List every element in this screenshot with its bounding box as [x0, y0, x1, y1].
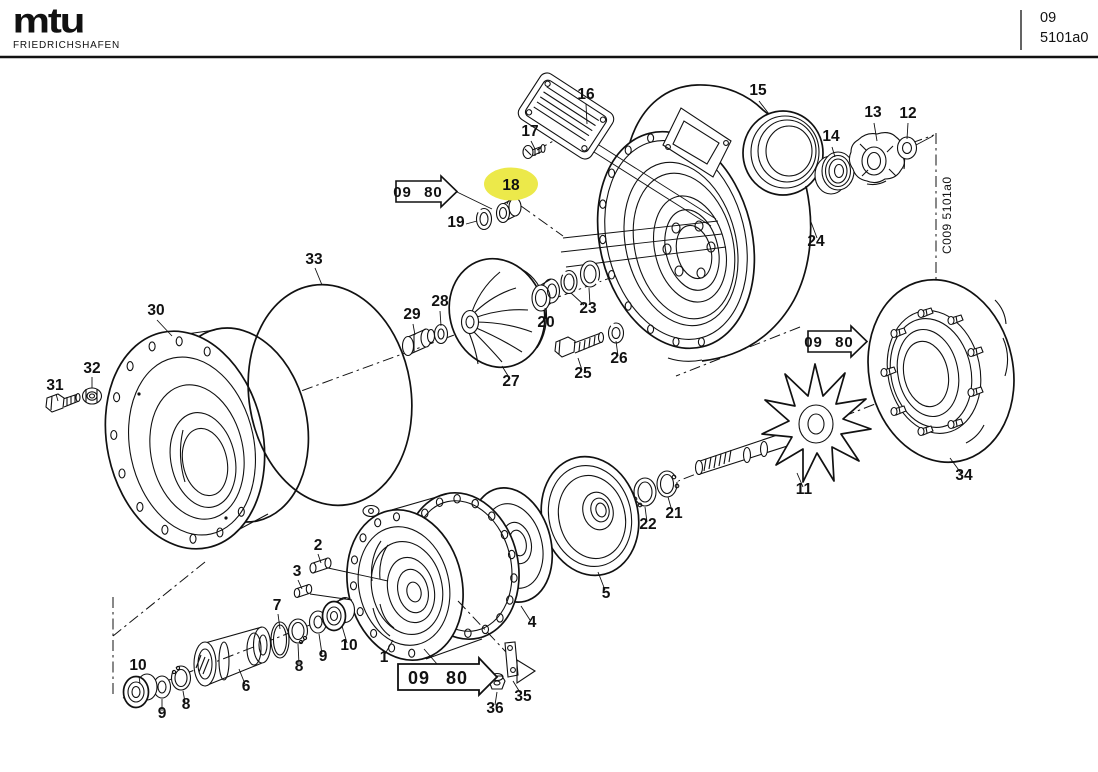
part-32-nut — [81, 387, 103, 405]
part-27-compressor-wheel — [448, 257, 548, 369]
part-label-29: 29 — [403, 306, 421, 323]
part-label-9: 9 — [158, 705, 167, 722]
part-label-32: 32 — [83, 360, 100, 377]
part-21-ring — [656, 470, 680, 498]
part-label-30: 30 — [147, 302, 164, 319]
part-label-26: 26 — [610, 350, 628, 367]
part-label-14: 14 — [822, 128, 840, 145]
part-label-31: 31 — [46, 377, 64, 394]
part-label-10: 10 — [340, 637, 357, 654]
part-7-o-ring — [270, 621, 290, 659]
part-label-25: 25 — [574, 365, 592, 382]
part-23-retaining-rings — [560, 260, 601, 295]
part-label-22: 22 — [639, 516, 656, 533]
ref-box-09-80-right[interactable]: 09 80 — [804, 324, 869, 359]
brand-logo: mtu — [13, 2, 84, 41]
part-label-8: 8 — [182, 696, 191, 713]
ref-boxes: 09 80 09 80 09 80 — [393, 174, 869, 698]
part-label-36: 36 — [486, 700, 504, 717]
header: mtu FRIEDRICHSHAFEN 09 5101a0 — [0, 2, 1098, 59]
part-label-34: 34 — [955, 467, 973, 484]
part-label-12: 12 — [899, 105, 916, 122]
part-label-21: 21 — [665, 505, 683, 522]
part-label-16: 16 — [577, 86, 595, 103]
part-label-33: 33 — [305, 251, 323, 268]
part-35-lock-plate — [504, 641, 537, 685]
part-label-1: 1 — [380, 649, 389, 666]
part-33-o-ring — [247, 283, 413, 507]
part-1-bearing-housing — [346, 491, 520, 662]
part-8-snap-ring-right — [287, 618, 312, 645]
part-12-washer — [896, 136, 918, 160]
part-label-9: 9 — [319, 648, 328, 665]
hub-to-lockplate-axis — [457, 600, 507, 653]
part-10-bushing-left — [122, 673, 158, 709]
ref-box-09-80-top[interactable]: 09 80 — [393, 174, 459, 209]
part-30-flange-housing — [104, 327, 310, 550]
part-3-pin — [293, 583, 313, 599]
part-label-6: 6 — [242, 678, 251, 695]
svg-text:09 80: 09 80 — [804, 334, 854, 351]
part-label-4: 4 — [528, 614, 537, 631]
part-label-3: 3 — [293, 563, 302, 580]
part-10-bushing-right — [321, 596, 356, 632]
part-28-washer — [433, 323, 449, 345]
part-8-snap-ring-left — [170, 665, 192, 691]
part-label-18[interactable]: 18 — [502, 177, 520, 194]
part-label-35: 35 — [514, 688, 532, 705]
part-13-locknut — [848, 131, 906, 186]
part-label-8: 8 — [295, 658, 304, 675]
part-34-back-plate — [867, 278, 1015, 464]
part-label-7: 7 — [273, 597, 282, 614]
part-6-bearing-sleeve — [193, 626, 272, 687]
part-label-19: 19 — [447, 214, 465, 231]
svg-text:09 80: 09 80 — [408, 668, 468, 688]
part-17-screw — [522, 143, 546, 160]
part-label-20: 20 — [537, 314, 554, 331]
part-26-washer — [607, 322, 625, 344]
part-label-23: 23 — [579, 300, 597, 317]
part-20-bushing — [531, 278, 561, 312]
part-label-2: 2 — [314, 537, 323, 554]
part-label-13: 13 — [864, 104, 882, 121]
part-16-name-plate — [517, 72, 615, 160]
ref-box-09-80-bottom[interactable]: 09 80 — [397, 655, 499, 698]
highlighted-part-marker[interactable] — [484, 167, 538, 201]
part-label-17: 17 — [521, 123, 538, 140]
part-11-turbine-wheel — [694, 363, 872, 483]
part-label-11: 11 — [796, 481, 813, 498]
part-29-plug — [401, 328, 436, 357]
part-18-bushing — [495, 197, 522, 224]
part-label-5: 5 — [602, 585, 611, 602]
part-label-24: 24 — [807, 233, 825, 250]
margin-code: C009 5101a0 — [940, 176, 954, 254]
part-label-27: 27 — [502, 373, 519, 390]
part-label-10: 10 — [129, 657, 146, 674]
svg-text:09 80: 09 80 — [393, 184, 443, 201]
sheet-group: 09 — [1040, 10, 1056, 26]
brand-subtitle: FRIEDRICHSHAFEN — [13, 40, 120, 51]
sheet-code: 5101a0 — [1040, 30, 1088, 46]
part-25-bolt — [554, 331, 605, 358]
part-label-28: 28 — [431, 293, 449, 310]
part-31-bolt — [45, 392, 81, 413]
part-5-seal-plate — [540, 455, 640, 577]
part-19-ring — [475, 207, 493, 231]
part-14-seal-collar — [814, 151, 855, 195]
part-label-15: 15 — [749, 82, 767, 99]
